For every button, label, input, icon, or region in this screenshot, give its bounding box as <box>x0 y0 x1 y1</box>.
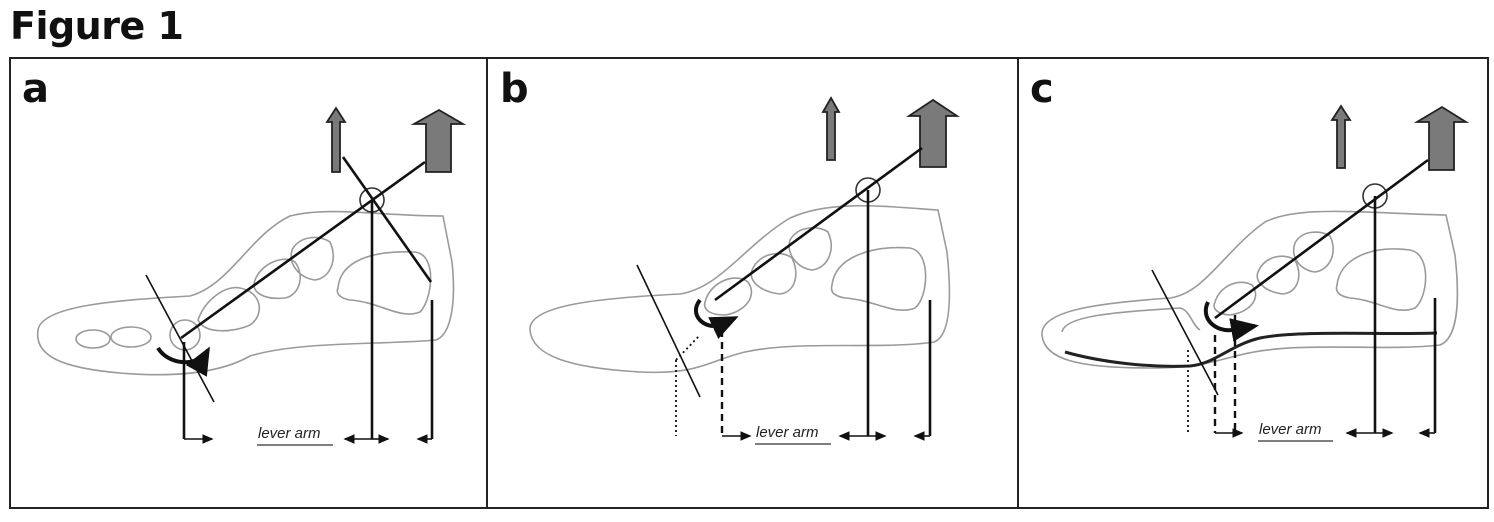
lever-arm-label: lever arm <box>1259 421 1322 438</box>
tarsal-bone <box>290 236 334 281</box>
toe-bone <box>110 326 152 348</box>
shoe-outline <box>1041 210 1459 369</box>
rotation-arrow-icon <box>693 298 739 340</box>
large-force-arrow-icon <box>1413 105 1470 171</box>
insole-outline <box>1061 307 1201 333</box>
foot-outline <box>36 210 455 376</box>
metatarsal-bone <box>1213 281 1257 316</box>
figure-frame <box>9 57 1489 509</box>
tarsal-bone <box>253 258 301 300</box>
small-force-arrow-icon <box>325 106 347 173</box>
calcaneus-bone <box>1335 248 1427 311</box>
force-line <box>180 160 426 340</box>
axis-line <box>636 264 701 398</box>
calcaneus-bone <box>336 251 432 315</box>
force-line <box>714 146 923 302</box>
tarsal-bone <box>750 252 797 295</box>
axis-line <box>1151 269 1219 396</box>
lever-arm-label: lever arm <box>258 425 321 442</box>
dotted-line <box>675 334 701 361</box>
lever-arm-label: lever arm <box>756 424 819 441</box>
tarsal-bone <box>788 226 832 271</box>
panel-c: c lever arm <box>1030 66 1470 442</box>
rotation-arrow-icon <box>156 346 210 377</box>
toe-bone <box>75 329 111 349</box>
panel-label: b <box>500 66 529 112</box>
shoe-outline <box>529 204 951 374</box>
large-force-arrow-icon <box>410 108 467 173</box>
panel-a: a lever arm <box>22 66 467 446</box>
axis-line <box>145 274 215 403</box>
panel-b: b lever arm <box>500 66 960 445</box>
metatarsal-bone <box>197 286 261 332</box>
rotation-arrow-icon <box>1203 301 1259 342</box>
tarsal-bone <box>1256 255 1300 295</box>
figure-title: Figure 1 <box>10 4 184 48</box>
force-line <box>341 156 433 283</box>
small-force-arrow-icon <box>1330 104 1352 169</box>
force-line <box>1214 158 1429 320</box>
metatarsal-bone <box>703 277 753 316</box>
insole-line <box>1064 331 1438 368</box>
large-force-arrow-icon <box>906 98 960 168</box>
tarsal-bone <box>1293 231 1334 273</box>
panel-label: c <box>1030 66 1054 112</box>
panel-label: a <box>22 66 49 112</box>
calcaneus-bone <box>830 246 927 311</box>
small-force-arrow-icon <box>821 96 841 161</box>
